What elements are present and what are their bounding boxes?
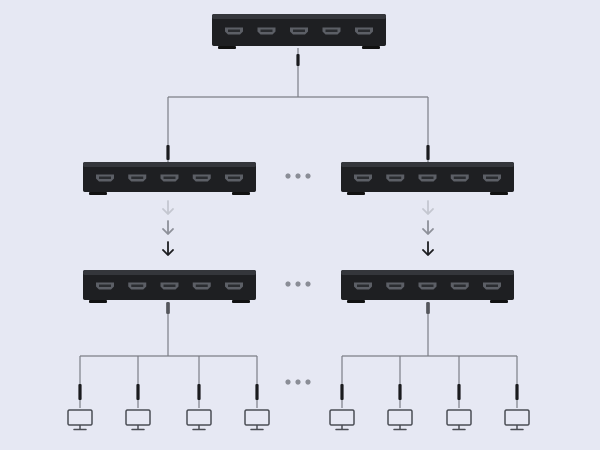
ellipsis-tiern [285, 281, 311, 287]
splitter-foot [218, 46, 236, 49]
hdmi-port-icon [418, 282, 437, 290]
tiern-right-splitter [341, 270, 514, 303]
splitter-top-edge [83, 162, 256, 167]
hdmi-port-icon [192, 282, 211, 290]
hdmi-port-icon [450, 282, 469, 290]
down-arrow-icon [162, 241, 174, 256]
hdmi-port-icon [354, 282, 372, 290]
cable-connector [340, 384, 344, 400]
splitter-foot [362, 46, 380, 49]
hdmi-port-icon [192, 174, 211, 182]
hdmi-port-icon [386, 174, 405, 182]
cable-connector [398, 384, 402, 400]
splitter-foot [347, 192, 365, 195]
hdmi-port-icon [96, 282, 114, 290]
hdmi-port-icon [355, 27, 373, 35]
down-arrow-icon [162, 220, 174, 235]
monitor-icon [67, 409, 93, 431]
hdmi-port-icon [386, 282, 405, 290]
monitor-icon [504, 409, 530, 431]
hdmi-port-icon [160, 174, 179, 182]
splitter-foot [232, 192, 250, 195]
hdmi-port-icon [450, 174, 469, 182]
hdmi-port-icon [225, 27, 243, 35]
splitter-foot [89, 300, 107, 303]
cable-connector [255, 384, 259, 400]
splitter-foot [490, 192, 508, 195]
splitter-top-edge [341, 162, 514, 167]
splitter-foot [232, 300, 250, 303]
hdmi-port-icon [225, 174, 243, 182]
down-arrow-icon [422, 220, 434, 235]
cable-connector [296, 54, 300, 66]
splitter-top-edge [212, 14, 386, 19]
hdmi-port-icon [128, 174, 147, 182]
cables [78, 48, 519, 408]
hdmi-port-icon [354, 174, 372, 182]
hdmi-port-icon [483, 174, 501, 182]
monitor-icon [244, 409, 270, 431]
monitor-icon [186, 409, 212, 431]
cable-connector [457, 384, 461, 400]
hdmi-port-icon [483, 282, 501, 290]
cable-connector [515, 384, 519, 400]
root-splitter [212, 14, 386, 49]
tier1-right-splitter [341, 162, 514, 195]
hdmi-port-icon [418, 174, 437, 182]
cable-connector [78, 384, 82, 400]
monitor-icon [125, 409, 151, 431]
tiern-left-splitter [83, 270, 256, 303]
monitor-icon [387, 409, 413, 431]
splitter-foot [490, 300, 508, 303]
cable-connector [136, 384, 140, 400]
hdmi-port-icon [257, 27, 276, 35]
monitor-icon [329, 409, 355, 431]
cable-connector [426, 145, 430, 160]
down-arrow-icon [422, 241, 434, 256]
cable-connector [197, 384, 201, 400]
down-arrow-icon [162, 200, 174, 215]
down-arrow-icon [422, 200, 434, 215]
hdmi-port-icon [225, 282, 243, 290]
splitter-top-edge [341, 270, 514, 275]
ellipsis-tier1 [285, 173, 311, 179]
ellipsis-monitors [285, 379, 311, 385]
hdmi-port-icon [160, 282, 179, 290]
splitter-foot [347, 300, 365, 303]
hdmi-port-icon [290, 27, 308, 35]
hdmi-port-icon [96, 174, 114, 182]
hdmi-port-icon [128, 282, 147, 290]
monitor-icon [446, 409, 472, 431]
hdmi-port-icon [322, 27, 341, 35]
cable-connector [166, 145, 170, 160]
splitter-top-edge [83, 270, 256, 275]
splitter-foot [89, 192, 107, 195]
tier1-left-splitter [83, 162, 256, 195]
